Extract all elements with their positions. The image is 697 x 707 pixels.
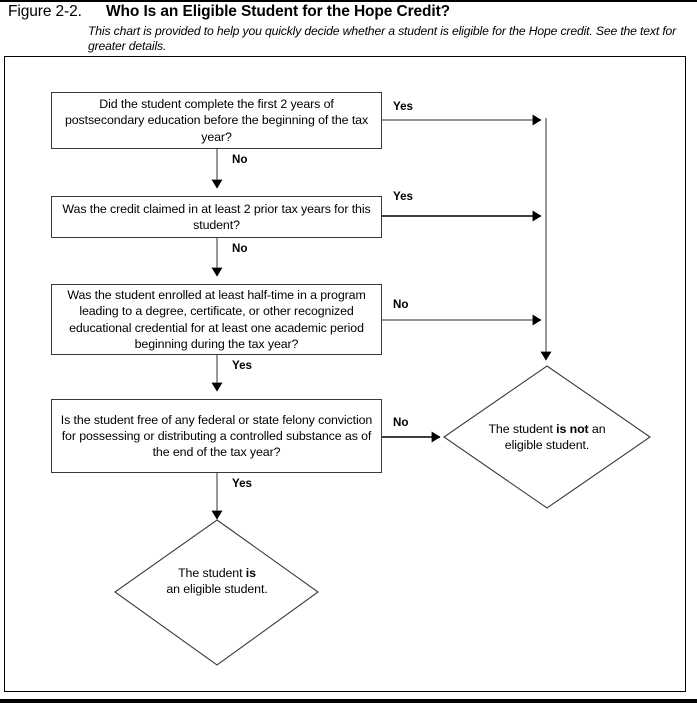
edge-label-q3-yes: Yes: [232, 359, 252, 372]
decision-box-q3-text: Was the student enrolled at least half-t…: [67, 288, 366, 351]
diamond-eligible-text: The student is an eligible student.: [117, 565, 317, 598]
edge-label-q2-no: No: [232, 242, 248, 255]
not-eligible-line2: eligible student.: [504, 438, 590, 453]
diamond-not-eligible-text: The student is not an eligible student.: [447, 421, 647, 454]
edge-label-q4-no: No: [393, 416, 409, 429]
edge-label-q1-yes: Yes: [393, 100, 413, 113]
bottom-divider-bar: [0, 699, 697, 703]
decision-box-q1[interactable]: Did the student complete the first 2 yea…: [51, 92, 382, 149]
decision-box-q1-text: Did the student complete the first 2 yea…: [64, 97, 369, 144]
decision-box-q3[interactable]: Was the student enrolled at least half-t…: [51, 284, 382, 355]
page-title: Who Is an Eligible Student for the Hope …: [106, 3, 451, 20]
not-eligible-tail: an: [588, 422, 606, 436]
top-divider-rule: [0, 0, 697, 2]
eligible-lead: The student: [178, 566, 246, 580]
eligible-emphasis: is: [245, 566, 256, 580]
not-eligible-lead: The student: [488, 422, 557, 436]
figure-subtitle: This chart is provided to help you quick…: [88, 24, 677, 53]
figure-number-label: Figure 2-2.: [8, 3, 82, 20]
edge-label-q1-no: No: [232, 153, 248, 166]
edge-label-q4-yes: Yes: [232, 477, 252, 490]
decision-box-q4[interactable]: Is the student free of any federal or st…: [51, 399, 382, 473]
decision-box-q2[interactable]: Was the credit claimed in at least 2 pri…: [51, 196, 382, 238]
decision-box-q4-text: Is the student free of any federal or st…: [60, 412, 373, 460]
edge-label-q2-yes: Yes: [393, 190, 413, 203]
decision-box-q2-text: Was the credit claimed in at least 2 pri…: [62, 201, 371, 232]
eligible-line2: an eligible student.: [166, 582, 268, 597]
edge-label-q3-no: No: [393, 298, 409, 311]
flowchart-frame: [4, 56, 686, 692]
not-eligible-emphasis: is not: [556, 422, 589, 436]
